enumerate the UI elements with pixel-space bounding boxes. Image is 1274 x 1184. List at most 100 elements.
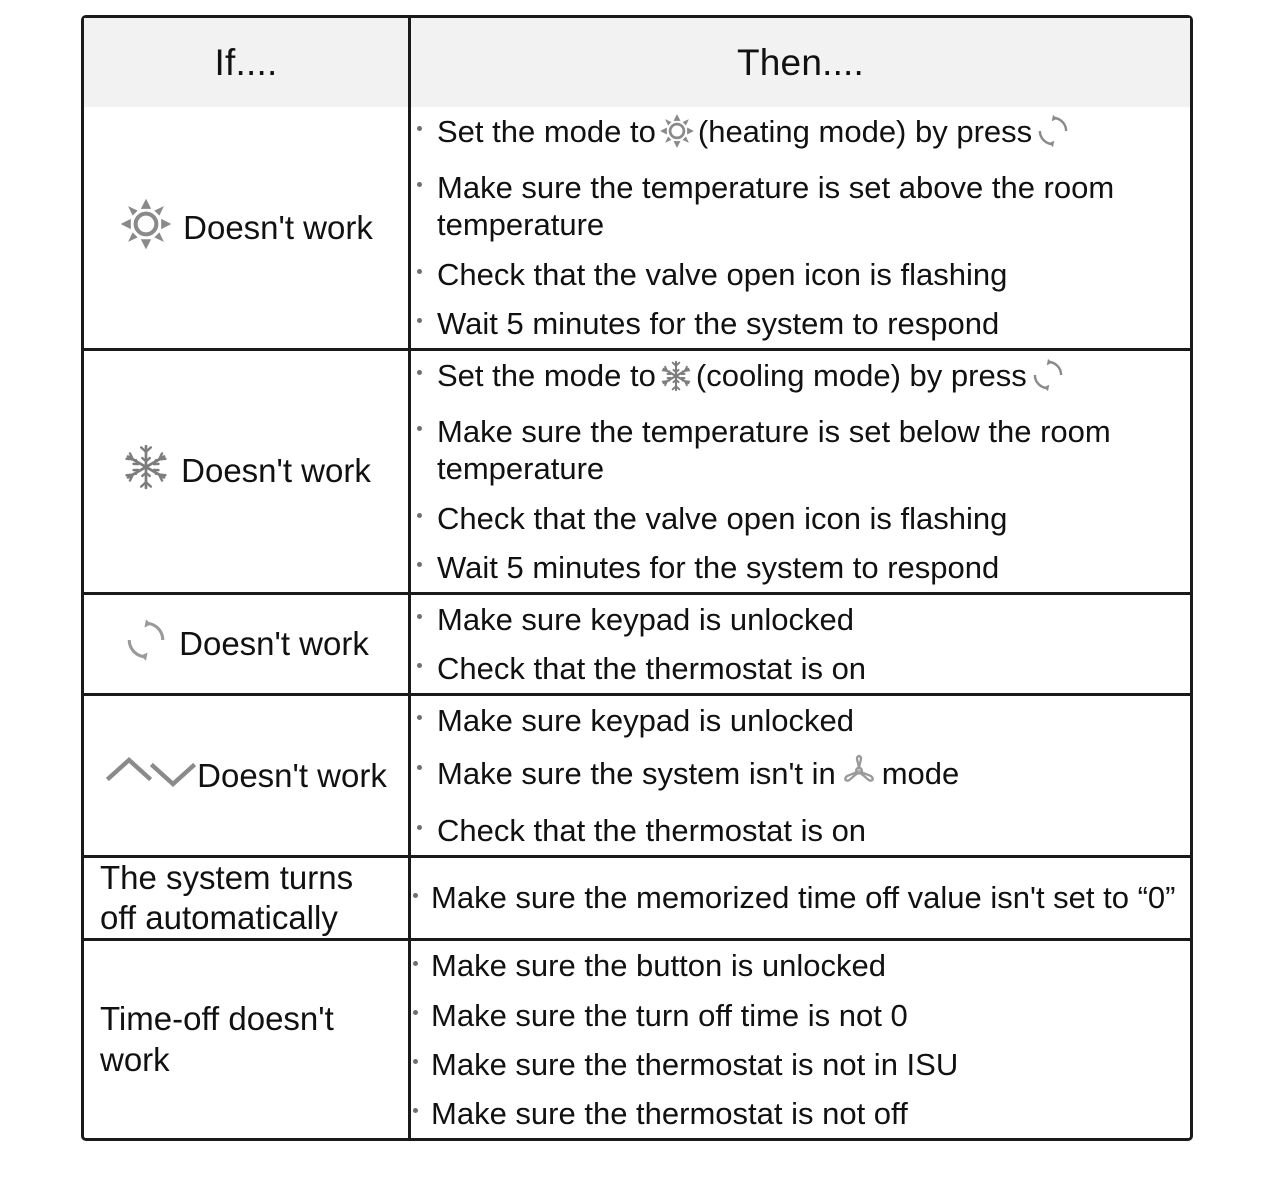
list-item: Make sure keypad is unlocked [411, 696, 1190, 745]
bullet-dot [417, 370, 422, 376]
if-cell-auto-off: The system turns off automatically [84, 857, 411, 942]
if-label-line-2: work [100, 1040, 170, 1078]
then-cell-time-off: Make sure the button is unlocked Make su… [411, 941, 1190, 1138]
text-segment: (heating mode) by press [697, 114, 1033, 150]
if-label-line-2: off automatically [100, 899, 338, 937]
bullet-dot [413, 1108, 418, 1114]
table-row: Doesn't work Make sure keypad is unlocke… [84, 594, 1190, 697]
bullet-dot [417, 426, 422, 432]
text-segment: Check that the thermostat is on [437, 651, 867, 687]
if-cell-heating: Doesn't work [84, 107, 411, 351]
text-segment: Make sure keypad is unlocked [437, 703, 855, 739]
header-if: If.... [84, 18, 411, 107]
then-cell-auto-off: Make sure the memorized time off value i… [411, 858, 1190, 942]
list-item: Set the mode to (heating mode) by press [411, 107, 1190, 163]
sun-heating-icon [659, 113, 695, 157]
snowflake-cooling-icon [121, 442, 171, 500]
text-segment: Make sure the temperature is set below t… [437, 414, 1111, 487]
bullet-dot [417, 824, 422, 830]
table-row: The system turns off automatically Make … [84, 857, 1190, 942]
text-segment: Wait 5 minutes for the system to respond [437, 549, 1000, 585]
bullet-dot [417, 512, 422, 518]
text-segment: Make sure the temperature is set above t… [437, 170, 1115, 243]
text-segment: mode [881, 756, 960, 792]
instruction-list: Make sure the memorized time off value i… [411, 873, 1190, 922]
sun-heating-icon [119, 197, 173, 259]
list-item: Check that the thermostat is on [411, 806, 1190, 855]
snowflake-cooling-icon [659, 359, 693, 401]
if-label: Doesn't work [181, 452, 371, 490]
text-segment: Set the mode to [437, 114, 656, 150]
bullet-dot [417, 764, 422, 770]
then-cell-up-down: Make sure keypad is unlocked Make sure t… [411, 696, 1190, 858]
text-segment: Make sure keypad is unlocked [437, 601, 855, 637]
list-item: Check that the valve open icon is flashi… [411, 250, 1190, 299]
table-row: Time-off doesn't work Make sure the butt… [84, 941, 1190, 1139]
fan-icon [839, 751, 879, 799]
bullet-dot [417, 614, 422, 620]
list-item: Make sure the thermostat is not off [411, 1089, 1190, 1138]
then-cell-heating: Set the mode to (heating mode) by press M… [411, 107, 1190, 351]
bullet-dot [417, 317, 422, 323]
list-item: Make sure the temperature is set below t… [411, 407, 1190, 493]
instruction-list: Make sure the button is unlocked Make su… [411, 941, 1190, 1138]
instruction-list: Make sure keypad is unlocked Check that … [411, 595, 1190, 693]
text-segment: Make sure the turn off time is not 0 [431, 997, 908, 1033]
bullet-dot [417, 561, 422, 567]
list-item: Make sure the system isn't in mode [411, 745, 1190, 805]
then-cell-cooling: Set the mode to (cooling mode) by press M… [411, 351, 1190, 595]
list-item: Set the mode to (cooling mode) by press [411, 351, 1190, 407]
list-item: Make sure keypad is unlocked [411, 595, 1190, 644]
list-item: Check that the thermostat is on [411, 644, 1190, 693]
mode-cycle-icon [1030, 357, 1066, 401]
list-item: Wait 5 minutes for the system to respond [411, 543, 1190, 592]
instruction-list: Set the mode to (cooling mode) by press M… [411, 351, 1190, 592]
instruction-list: Make sure keypad is unlocked Make sure t… [411, 696, 1190, 855]
bullet-dot [417, 126, 422, 132]
if-label-line-1: Time-off doesn't [100, 1000, 334, 1038]
text-segment: Wait 5 minutes for the system to respond [437, 305, 1000, 341]
if-label: Doesn't work [197, 756, 387, 794]
bullet-dot [417, 663, 422, 669]
if-label: Doesn't work [179, 625, 369, 663]
if-cell-mode-button: Doesn't work [84, 594, 411, 697]
table-header-row: If.... Then.... [84, 18, 1190, 107]
text-segment: Check that the thermostat is on [437, 812, 867, 848]
text-segment: (cooling mode) by press [695, 358, 1027, 394]
bullet-dot [413, 960, 418, 966]
list-item: Make sure the memorized time off value i… [411, 873, 1190, 922]
table-row: Doesn't work Set the mode to (cooling mod… [84, 350, 1190, 595]
if-label-line-1: The system turns [100, 858, 354, 896]
list-item: Make sure the button is unlocked [411, 941, 1190, 990]
up-down-chevron-icon [105, 752, 197, 800]
then-cell-mode-button: Make sure keypad is unlocked Check that … [411, 595, 1190, 697]
bullet-dot [413, 892, 418, 898]
troubleshooting-table: If.... Then.... [81, 15, 1193, 1142]
text-segment: Check that the valve open icon is flashi… [437, 500, 1008, 536]
instruction-list: Set the mode to (heating mode) by press M… [411, 107, 1190, 348]
mode-cycle-icon [123, 617, 169, 671]
text-segment: Make sure the system isn't in [437, 756, 836, 792]
if-cell-up-down: Doesn't work [84, 696, 411, 858]
list-item: Make sure the temperature is set above t… [411, 163, 1190, 249]
bullet-dot [417, 715, 422, 721]
text-segment: Make sure the thermostat is not in ISU [431, 1046, 959, 1082]
bullet-dot [413, 1009, 418, 1015]
header-then: Then.... [411, 18, 1190, 107]
text-segment: Make sure the memorized time off value i… [431, 880, 1176, 916]
table-row: Doesn't work Set the mode to (heating mod… [84, 107, 1190, 351]
text-segment: Set the mode to [437, 358, 656, 394]
if-label: Doesn't work [183, 208, 373, 246]
list-item: Make sure the turn off time is not 0 [411, 991, 1190, 1040]
mode-cycle-icon [1035, 113, 1071, 157]
if-cell-time-off: Time-off doesn't work [84, 941, 411, 1139]
text-segment: Check that the valve open icon is flashi… [437, 256, 1008, 292]
if-cell-cooling: Doesn't work [84, 350, 411, 595]
bullet-dot [417, 182, 422, 188]
bullet-dot [417, 268, 422, 274]
table-row: Doesn't work Make sure keypad is unlocke… [84, 696, 1190, 858]
bullet-dot [413, 1058, 418, 1064]
text-segment: Make sure the thermostat is not off [431, 1095, 908, 1131]
list-item: Make sure the thermostat is not in ISU [411, 1040, 1190, 1089]
